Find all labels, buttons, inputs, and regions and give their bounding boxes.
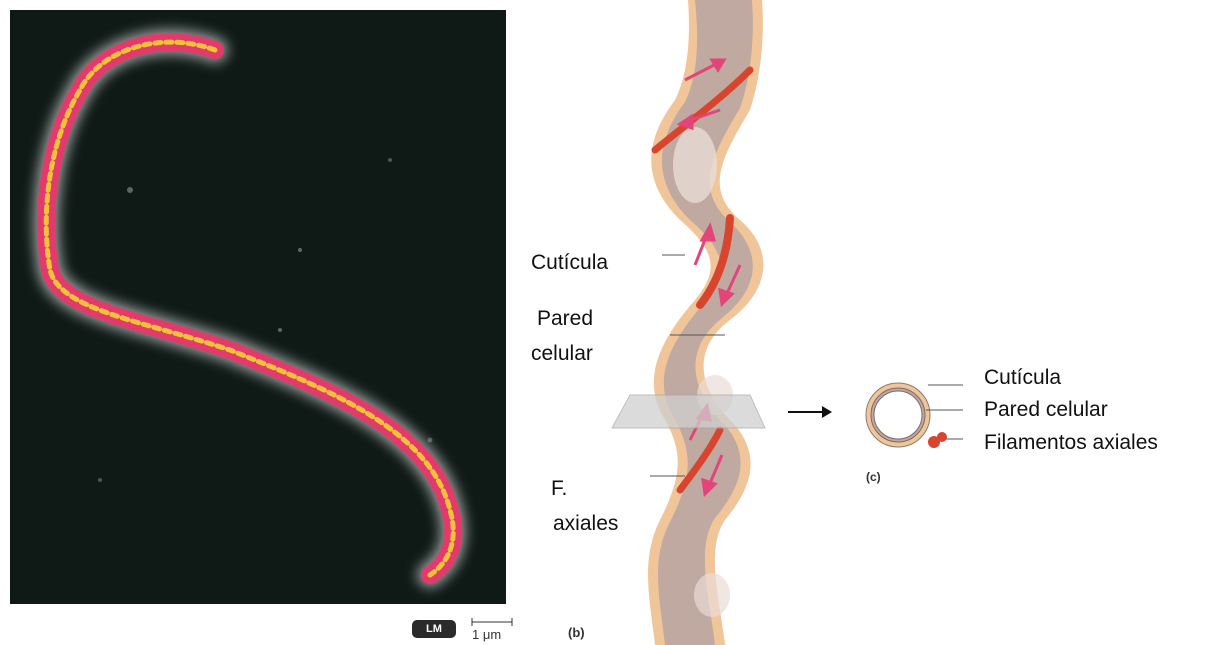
spirochete-micrograph <box>10 10 506 604</box>
label-faxiales-line2: axiales <box>553 511 618 536</box>
cross-section <box>858 375 968 465</box>
label-cuticula-left: Cutícula <box>531 250 608 275</box>
label-pared-line2: celular <box>531 341 593 366</box>
label-filamentos-right: Filamentos axiales <box>984 430 1158 455</box>
scale-bar-label: 1 μm <box>472 627 501 642</box>
spirochete-diagram <box>600 0 1000 645</box>
label-faxiales-line1: F. <box>551 476 567 501</box>
scale-bar <box>470 617 514 627</box>
label-pared-line1: Pared <box>537 306 593 331</box>
label-pared-right: Pared celular <box>984 397 1108 422</box>
lm-badge: LM <box>412 620 456 638</box>
section-plane <box>612 395 765 428</box>
panel-label-b: (b) <box>568 625 585 640</box>
panel-label-c: (c) <box>866 470 881 484</box>
label-cuticula-right: Cutícula <box>984 365 1061 390</box>
